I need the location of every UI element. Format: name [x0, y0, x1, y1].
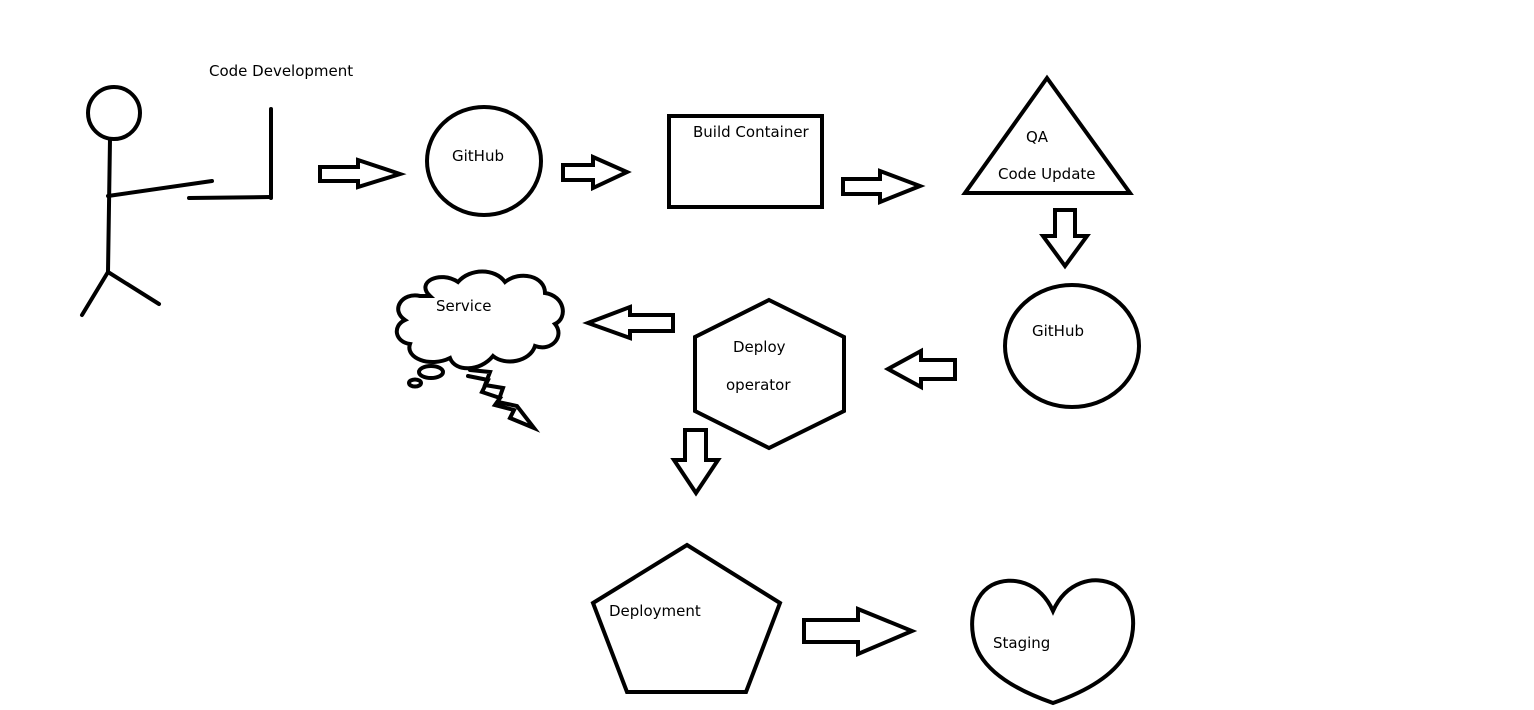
- github-label-1: GitHub: [452, 147, 504, 165]
- developer-figure: [80, 85, 273, 317]
- arrow-right-2: [561, 153, 632, 192]
- arrow-down-2: [670, 428, 722, 497]
- arrow-down-1: [1039, 208, 1091, 270]
- service-label: Service: [436, 297, 491, 315]
- service-cloud-node: [394, 269, 565, 433]
- deploy-operator-node: [693, 297, 846, 451]
- deploy-label-line2: operator: [726, 376, 791, 394]
- github-label-2: GitHub: [1032, 322, 1084, 340]
- qa-subtitle-label: Code Update: [998, 165, 1096, 183]
- build-container-node: [667, 114, 824, 209]
- code-development-label: Code Development: [209, 62, 353, 80]
- build-container-label: Build Container: [693, 123, 810, 141]
- github-node-1: [425, 105, 543, 217]
- arrow-right-4: [802, 606, 918, 658]
- deploy-label-line1: Deploy: [733, 338, 786, 356]
- qa-title-label: QA: [1026, 128, 1049, 146]
- arrow-left-1: [883, 347, 957, 391]
- deployment-label: Deployment: [609, 602, 701, 620]
- deployment-node: [590, 542, 783, 694]
- staging-label: Staging: [993, 634, 1050, 652]
- arrow-right-3: [841, 168, 926, 205]
- arrow-right-1: [318, 157, 407, 190]
- staging-node: [970, 578, 1136, 706]
- github-node-2: [1003, 283, 1141, 409]
- qa-node: [961, 74, 1134, 195]
- arrow-left-2: [582, 304, 675, 341]
